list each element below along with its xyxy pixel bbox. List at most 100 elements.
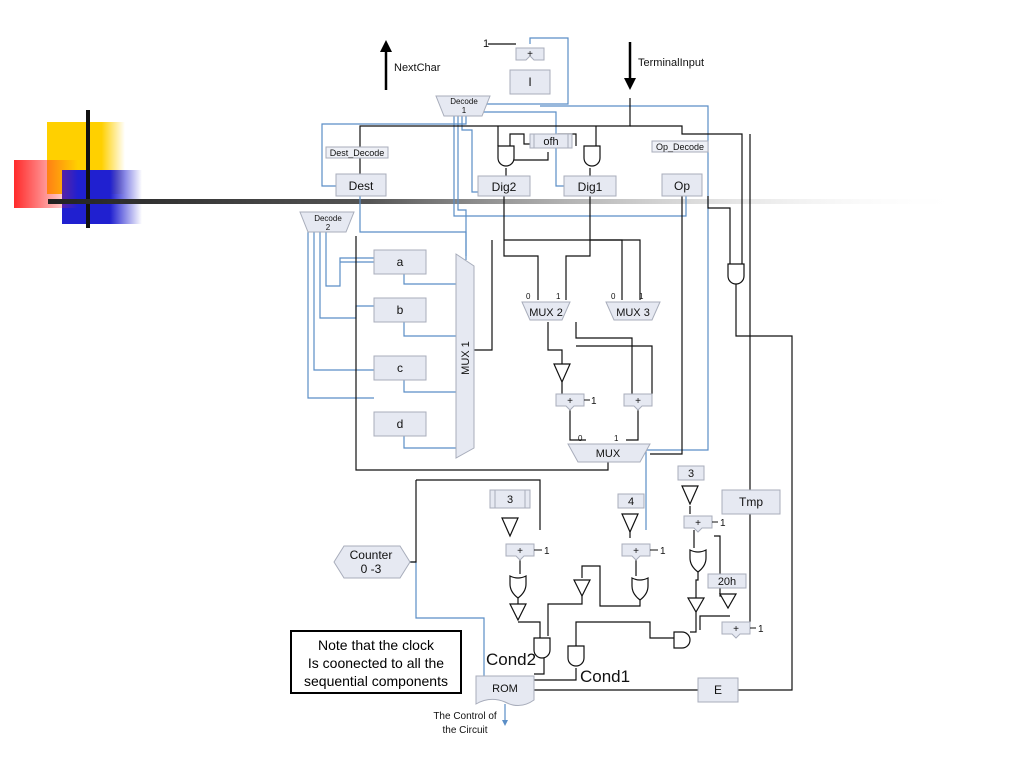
register-a: a [373, 249, 427, 275]
svg-text:MUX 1: MUX 1 [460, 341, 472, 375]
svg-text:Decode: Decode [450, 97, 478, 106]
adder-counter-b: + 1 [621, 543, 666, 561]
terminal-input-arrow-icon [624, 42, 636, 90]
buffer-triangle [501, 517, 519, 538]
muxes: MUX 1 MUX 2 0 1 MUX 3 0 1 MUX 0 1 [455, 253, 661, 463]
svg-text:+: + [695, 518, 701, 529]
register-tmp: Tmp [721, 489, 781, 515]
buffer-triangle [553, 363, 571, 384]
adder-mid-left: + 1 [555, 393, 597, 411]
svg-text:3: 3 [688, 468, 694, 480]
svg-text:1: 1 [614, 434, 619, 443]
next-char-arrow-icon [380, 40, 392, 90]
blue-wires [307, 37, 709, 722]
svg-text:Decode: Decode [314, 214, 342, 223]
register-dig2: Dig2 [477, 175, 531, 197]
register-op: Op [661, 173, 703, 197]
dest-decode-box [325, 146, 389, 159]
svg-text:c: c [397, 361, 403, 375]
buffer-triangle [681, 485, 699, 506]
svg-text:0: 0 [526, 292, 531, 301]
control-label-line2: the Circuit [442, 725, 487, 736]
register-dig1: Dig1 [563, 175, 617, 197]
note-line-3: sequential components [304, 673, 448, 689]
svg-text:Dest: Dest [349, 179, 374, 193]
svg-text:+: + [635, 396, 641, 407]
deco-vertical-line [86, 110, 90, 228]
register-dest: Dest [335, 173, 387, 197]
register-d: d [373, 411, 427, 437]
svg-text:1: 1 [556, 292, 561, 301]
and-gate [583, 145, 601, 167]
svg-text:2: 2 [326, 223, 331, 232]
rom-block: ROM [475, 675, 535, 706]
svg-text:ofh: ofh [543, 136, 558, 148]
svg-text:Dig2: Dig2 [492, 180, 517, 194]
cond1-label: Cond1 [580, 667, 630, 686]
or-gate [689, 549, 707, 573]
decoders: Decode 1 Decode 2 Dest_Decode Op_Decode [299, 95, 709, 233]
svg-text:+: + [517, 546, 523, 557]
svg-text:MUX 3: MUX 3 [616, 307, 650, 319]
register-c: c [373, 355, 427, 381]
register-i: I [509, 69, 551, 95]
and-gate [533, 637, 551, 659]
and-gate [727, 263, 745, 285]
svg-text:+: + [567, 396, 573, 407]
mux-1: MUX 1 [455, 253, 475, 459]
control-label-line1: The Control of [433, 711, 497, 722]
or-gate [509, 575, 527, 599]
note-line-2: Is coonected to all the [307, 655, 445, 671]
mux-2: MUX 2 0 1 [521, 292, 571, 321]
register-b: b [373, 297, 427, 323]
svg-text:1: 1 [639, 292, 644, 301]
svg-text:d: d [397, 417, 404, 431]
mux-main: MUX 0 1 [567, 434, 651, 463]
cond2-label: Cond2 [486, 650, 536, 669]
const-three-a: 3 [489, 489, 531, 509]
svg-text:I: I [528, 75, 531, 89]
svg-text:b: b [397, 303, 404, 317]
svg-text:+: + [527, 49, 533, 60]
adder-counter-a: + 1 [505, 543, 550, 561]
svg-text:4: 4 [628, 496, 634, 508]
next-char-label: NextChar [394, 62, 441, 74]
mux-3: MUX 3 0 1 [605, 292, 661, 321]
deco-horizontal-line [48, 199, 968, 204]
svg-text:1: 1 [544, 546, 550, 557]
svg-text:20h: 20h [718, 576, 736, 588]
and-gate [567, 645, 585, 667]
constants: 3 4 3 20h [489, 465, 747, 589]
buffer-triangle [686, 597, 706, 614]
svg-text:Counter: Counter [350, 548, 393, 562]
register-e: E [697, 677, 739, 703]
const-one-top: 1 [483, 38, 489, 50]
decoder-2: Decode 2 [299, 211, 355, 233]
svg-text:MUX 2: MUX 2 [529, 307, 563, 319]
op-decode-label: Op_Decode [656, 142, 704, 152]
buffer-triangle [621, 513, 639, 534]
arrows [380, 40, 636, 90]
svg-text:0: 0 [611, 292, 616, 301]
svg-text:E: E [714, 683, 722, 697]
svg-text:0 -3: 0 -3 [361, 562, 382, 576]
buffer-triangle [509, 603, 527, 622]
buffer-triangle [718, 593, 738, 610]
and-gate [673, 631, 691, 649]
dest-decode-label: Dest_Decode [330, 148, 385, 158]
svg-text:3: 3 [507, 494, 513, 506]
adder-top: + [515, 47, 545, 61]
terminal-input-label: TerminalInput [638, 57, 704, 69]
slide-decoration [14, 110, 968, 228]
svg-text:Op: Op [674, 179, 690, 193]
op-decode-box [651, 140, 709, 153]
decoder-1: Decode 1 [435, 95, 491, 117]
svg-text:MUX: MUX [596, 448, 621, 460]
svg-text:ROM: ROM [492, 683, 518, 695]
svg-text:1: 1 [720, 518, 726, 529]
or-gate [631, 577, 649, 601]
and-gate [497, 145, 515, 167]
adder-mid-right: + [623, 393, 653, 411]
svg-text:1: 1 [462, 106, 467, 115]
